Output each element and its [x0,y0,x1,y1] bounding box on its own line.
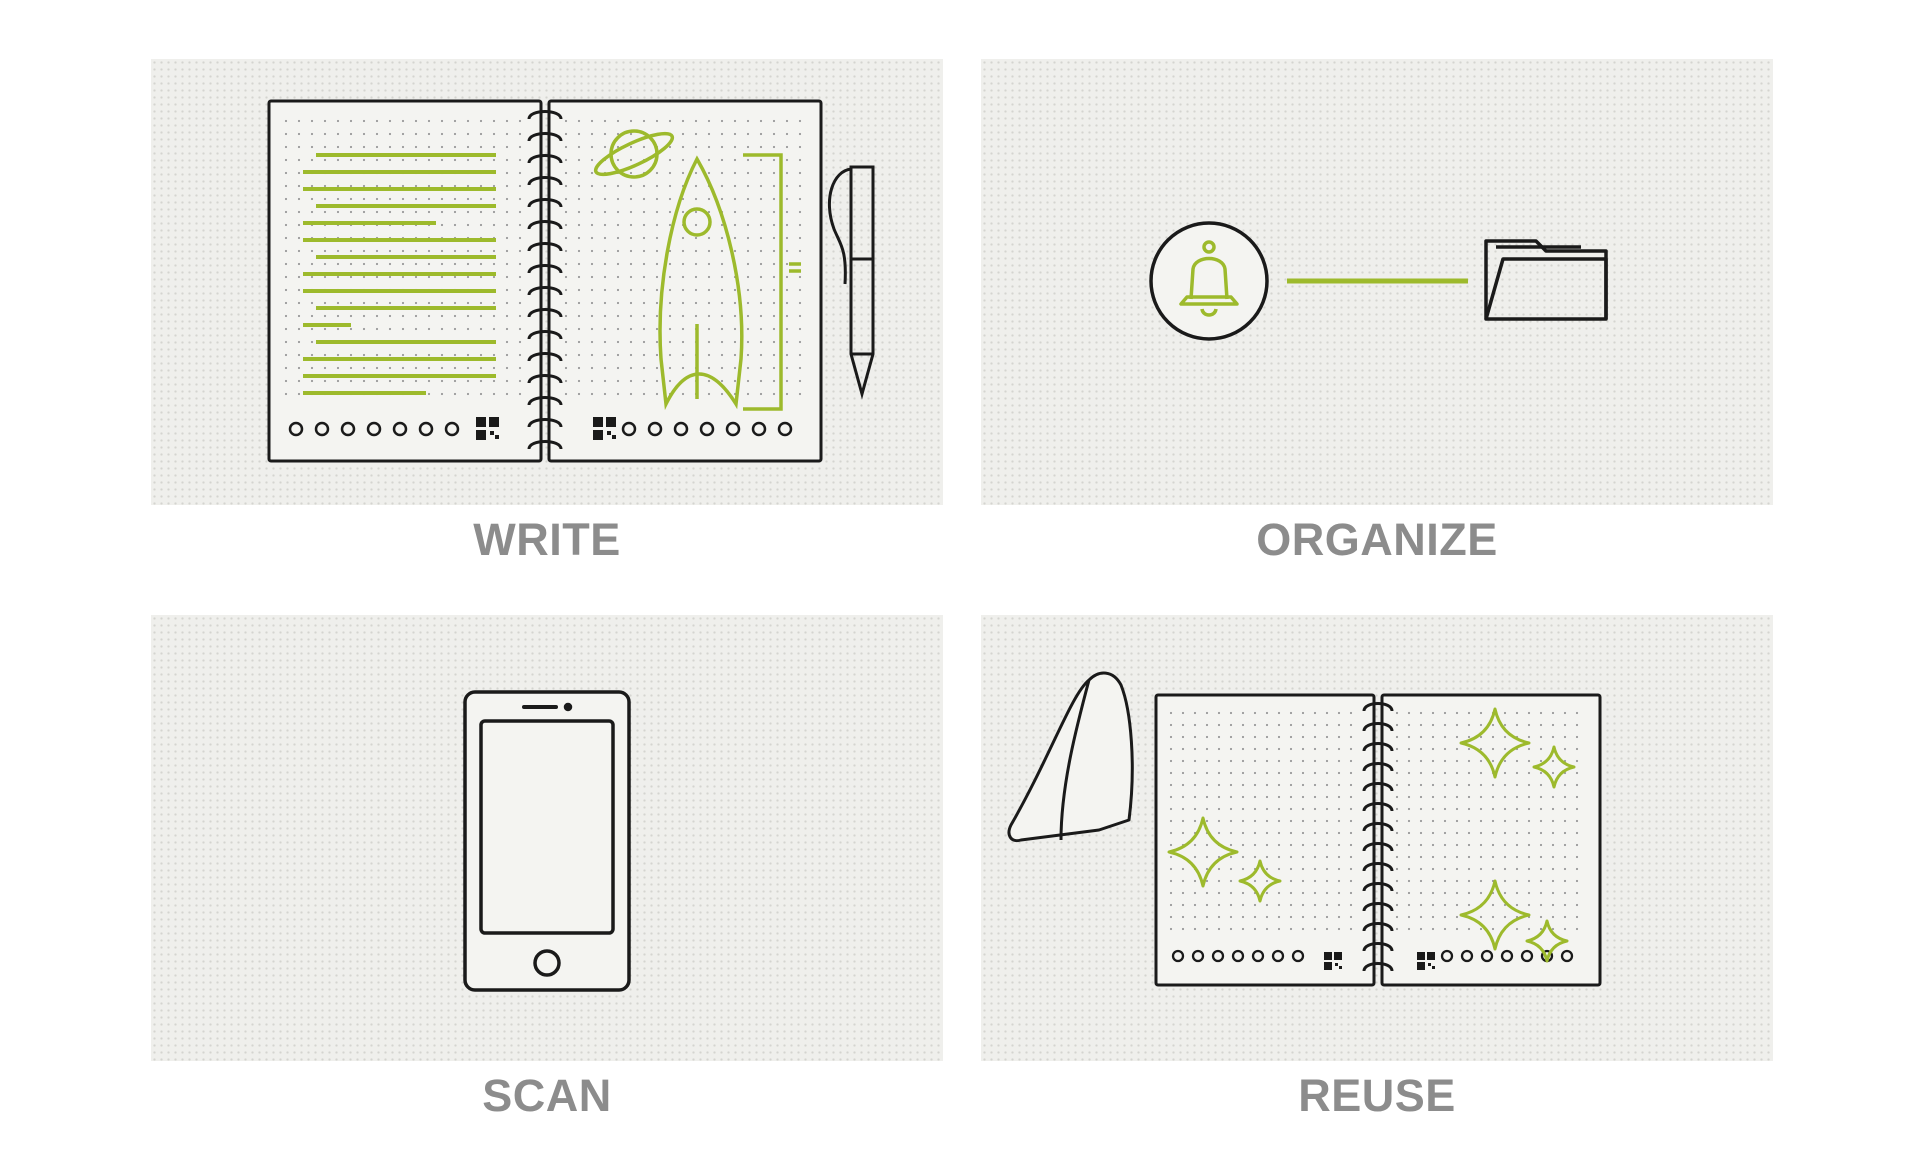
bracket-icon [743,153,801,411]
write-illustration [267,99,875,463]
reuse-panel [981,615,1773,1061]
step-label-write: WRITE [473,514,621,565]
sparkle-icon [1238,859,1282,903]
notebook-icon [267,99,823,463]
reuse-illustration [1007,671,1602,987]
bell-icon [1149,221,1269,341]
notebook-icon [1154,693,1602,987]
sparkle-icon [1459,879,1531,951]
qr-code-icon [593,417,616,440]
qr-code-icon [476,417,499,440]
folder-icon [1484,239,1608,321]
qr-code-icon [1417,952,1435,970]
step-label-scan: SCAN [482,1070,612,1121]
rocket-icon [658,155,744,411]
step-label-reuse: REUSE [1298,1070,1456,1121]
step-label-organize: ORGANIZE [1256,514,1498,565]
write-panel [151,59,943,505]
pen-icon [828,165,875,400]
planet-icon [593,129,675,179]
sparkle-icon [1532,745,1576,789]
scan-panel [151,615,943,1061]
organize-illustration [1149,221,1608,341]
scan-illustration [463,690,631,992]
sparkle-icon [1459,707,1531,779]
sparkle-icon [1525,919,1569,963]
organize-panel [981,59,1773,505]
smartphone-icon [463,690,631,992]
qr-code-icon [1324,952,1342,970]
sparkle-icon [1167,816,1239,888]
cloth-icon [1007,671,1134,843]
